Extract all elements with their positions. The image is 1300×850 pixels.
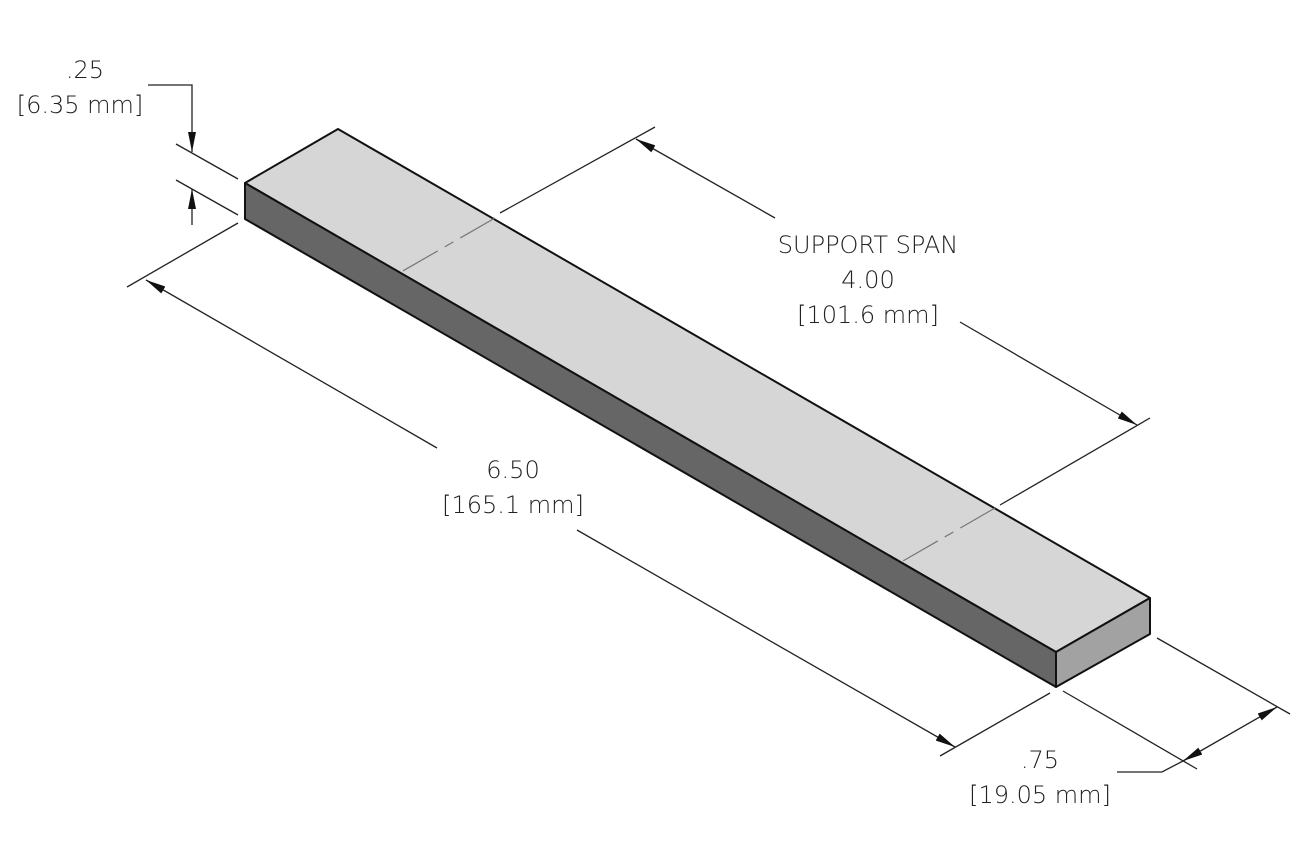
- top-face: [244, 128, 1151, 653]
- width-dimension: .75 [19.05 mm]: [969, 637, 1291, 809]
- width-metric: [19.05 mm]: [969, 781, 1111, 809]
- thickness-dimension: .25 [6.35 mm]: [17, 56, 239, 225]
- support-centerline-right: [902, 507, 996, 562]
- length-value: 6.50: [486, 456, 539, 484]
- thickness-metric: [6.35 mm]: [17, 91, 144, 119]
- support-span-label: SUPPORT SPAN: [778, 231, 958, 259]
- support-centerline-left: [400, 217, 496, 273]
- support-span-metric: [101.6 mm]: [797, 301, 939, 329]
- width-value: .75: [1021, 746, 1059, 774]
- end-face: [1055, 597, 1151, 688]
- length-dimension: 6.50 [165.1 mm]: [126, 222, 1051, 757]
- length-metric: [165.1 mm]: [442, 491, 584, 519]
- support-span-dimension: SUPPORT SPAN 4.00 [101.6 mm]: [499, 126, 1151, 506]
- support-span-value: 4.00: [841, 266, 894, 294]
- thickness-value: .25: [66, 56, 104, 84]
- bar-specimen: [244, 128, 1151, 688]
